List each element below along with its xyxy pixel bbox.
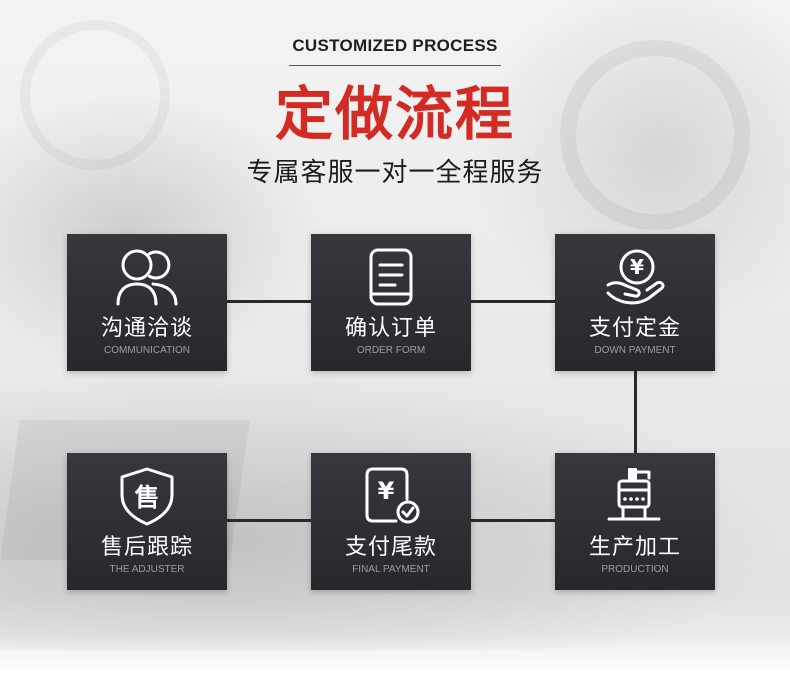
page-title: 定做流程	[274, 82, 515, 147]
shield-text-glyph: 售	[134, 483, 159, 512]
header-label-en: CUSTOMIZED PROCESS	[292, 36, 498, 55]
step-title: 售后跟踪	[100, 534, 193, 559]
page-tagline: 专属客服一对一全程服务	[246, 157, 544, 187]
step-subtitle: ORDER FORM	[356, 345, 426, 356]
step-after-sales: 售 售后跟踪 THE ADJUSTER	[67, 453, 227, 590]
step-final-payment: ¥ 支付尾款 FINAL PAYMENT	[311, 453, 471, 590]
machine-icon	[607, 468, 661, 521]
step-subtitle: PRODUCTION	[601, 564, 669, 575]
connector-step4-step5	[471, 519, 555, 522]
step-down-payment: ¥ 支付定金 DOWN PAYMENT	[555, 234, 715, 371]
coin-yen-glyph: ¥	[630, 255, 644, 279]
step-title: 支付尾款	[344, 534, 437, 559]
background-bottom-fade	[0, 636, 790, 676]
step-communication: 沟通洽谈 COMMUNICATION	[67, 234, 227, 371]
receipt-check-icon: ¥	[365, 467, 420, 524]
step-subtitle: COMMUNICATION	[104, 345, 190, 356]
connector-step5-step6	[227, 519, 311, 522]
step-title: 支付定金	[588, 315, 681, 340]
step-subtitle: DOWN PAYMENT	[594, 345, 676, 356]
connector-step2-step3	[471, 300, 555, 303]
document-icon	[369, 248, 413, 306]
hand-coin-icon: ¥	[606, 249, 665, 305]
shield-icon: 售	[120, 467, 174, 526]
people-icon	[116, 249, 178, 306]
step-subtitle: FINAL PAYMENT	[352, 564, 430, 575]
step-production: 生产加工 PRODUCTION	[555, 453, 715, 590]
receipt-yen-glyph: ¥	[378, 477, 395, 505]
step-title: 确认订单	[344, 315, 437, 340]
step-subtitle: THE ADJUSTER	[109, 564, 185, 575]
step-title: 生产加工	[588, 534, 681, 559]
connector-step1-step2	[227, 300, 311, 303]
step-order-form: 确认订单 ORDER FORM	[311, 234, 471, 371]
step-title: 沟通洽谈	[100, 315, 193, 340]
header-underline	[289, 65, 501, 66]
connector-step3-step4	[634, 371, 637, 453]
